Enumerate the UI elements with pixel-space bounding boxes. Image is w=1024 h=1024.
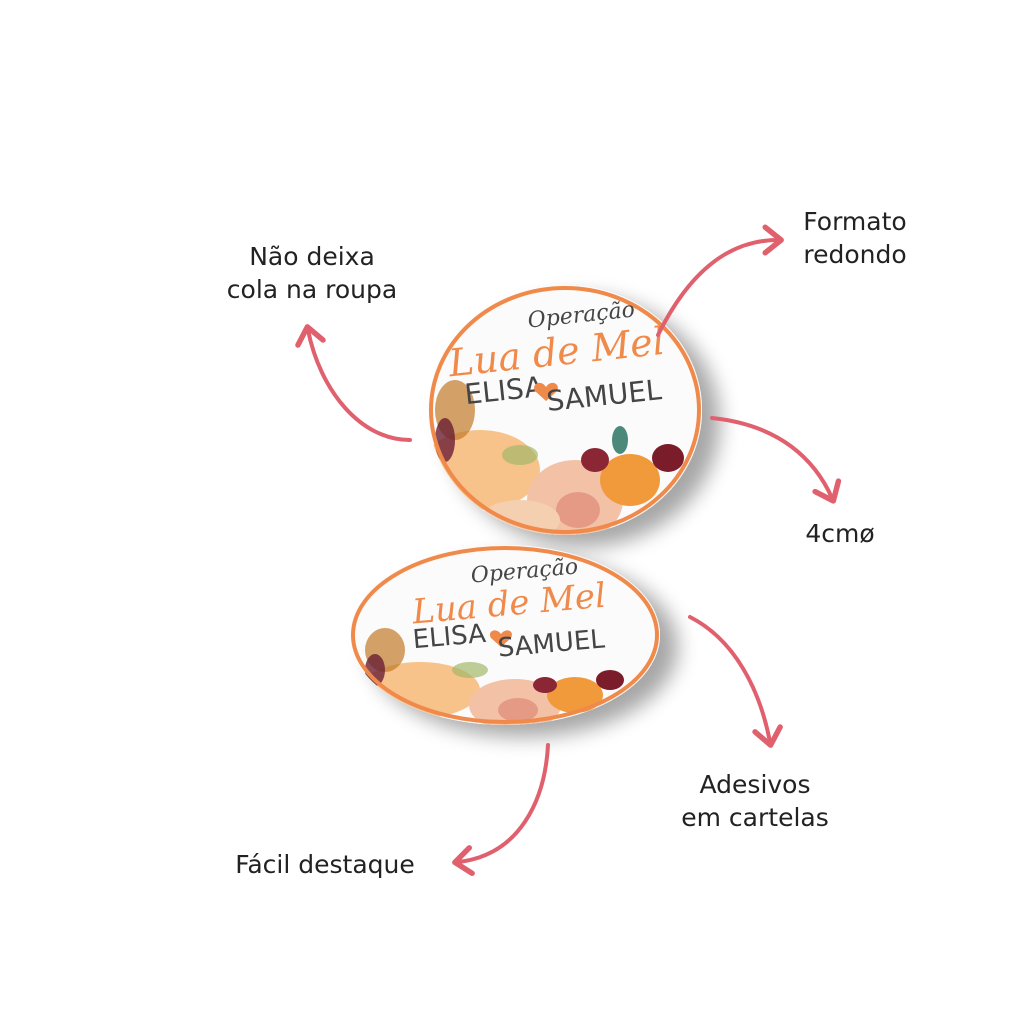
arrow-round-format <box>656 224 784 337</box>
arrow-easy-peel <box>452 743 550 876</box>
sticker-bottom: Operação Lua de Mel ELISA SAMUEL <box>350 545 660 725</box>
arrow-no-glue <box>295 324 412 442</box>
label-round-format: Formato redondo <box>803 207 907 269</box>
label-size: 4cmø <box>805 519 875 548</box>
heart-icon <box>534 382 558 401</box>
sticker-top: Operação Lua de Mel ELISA SAMUEL <box>428 285 702 535</box>
arrow-size <box>710 416 842 504</box>
flowers-top <box>428 380 684 535</box>
arrow-sheets <box>688 615 783 748</box>
label-sheets: Adesivos em cartelas <box>681 770 829 832</box>
label-easy-peel: Fácil destaque <box>235 850 415 879</box>
label-no-glue: Não deixa cola na roupa <box>226 242 398 304</box>
callout-arrows <box>295 224 842 876</box>
heart-icon-bottom <box>490 630 512 647</box>
sticker-name-left: ELISA <box>463 370 545 411</box>
sticker-bottom-name-left: ELISA <box>411 619 487 655</box>
